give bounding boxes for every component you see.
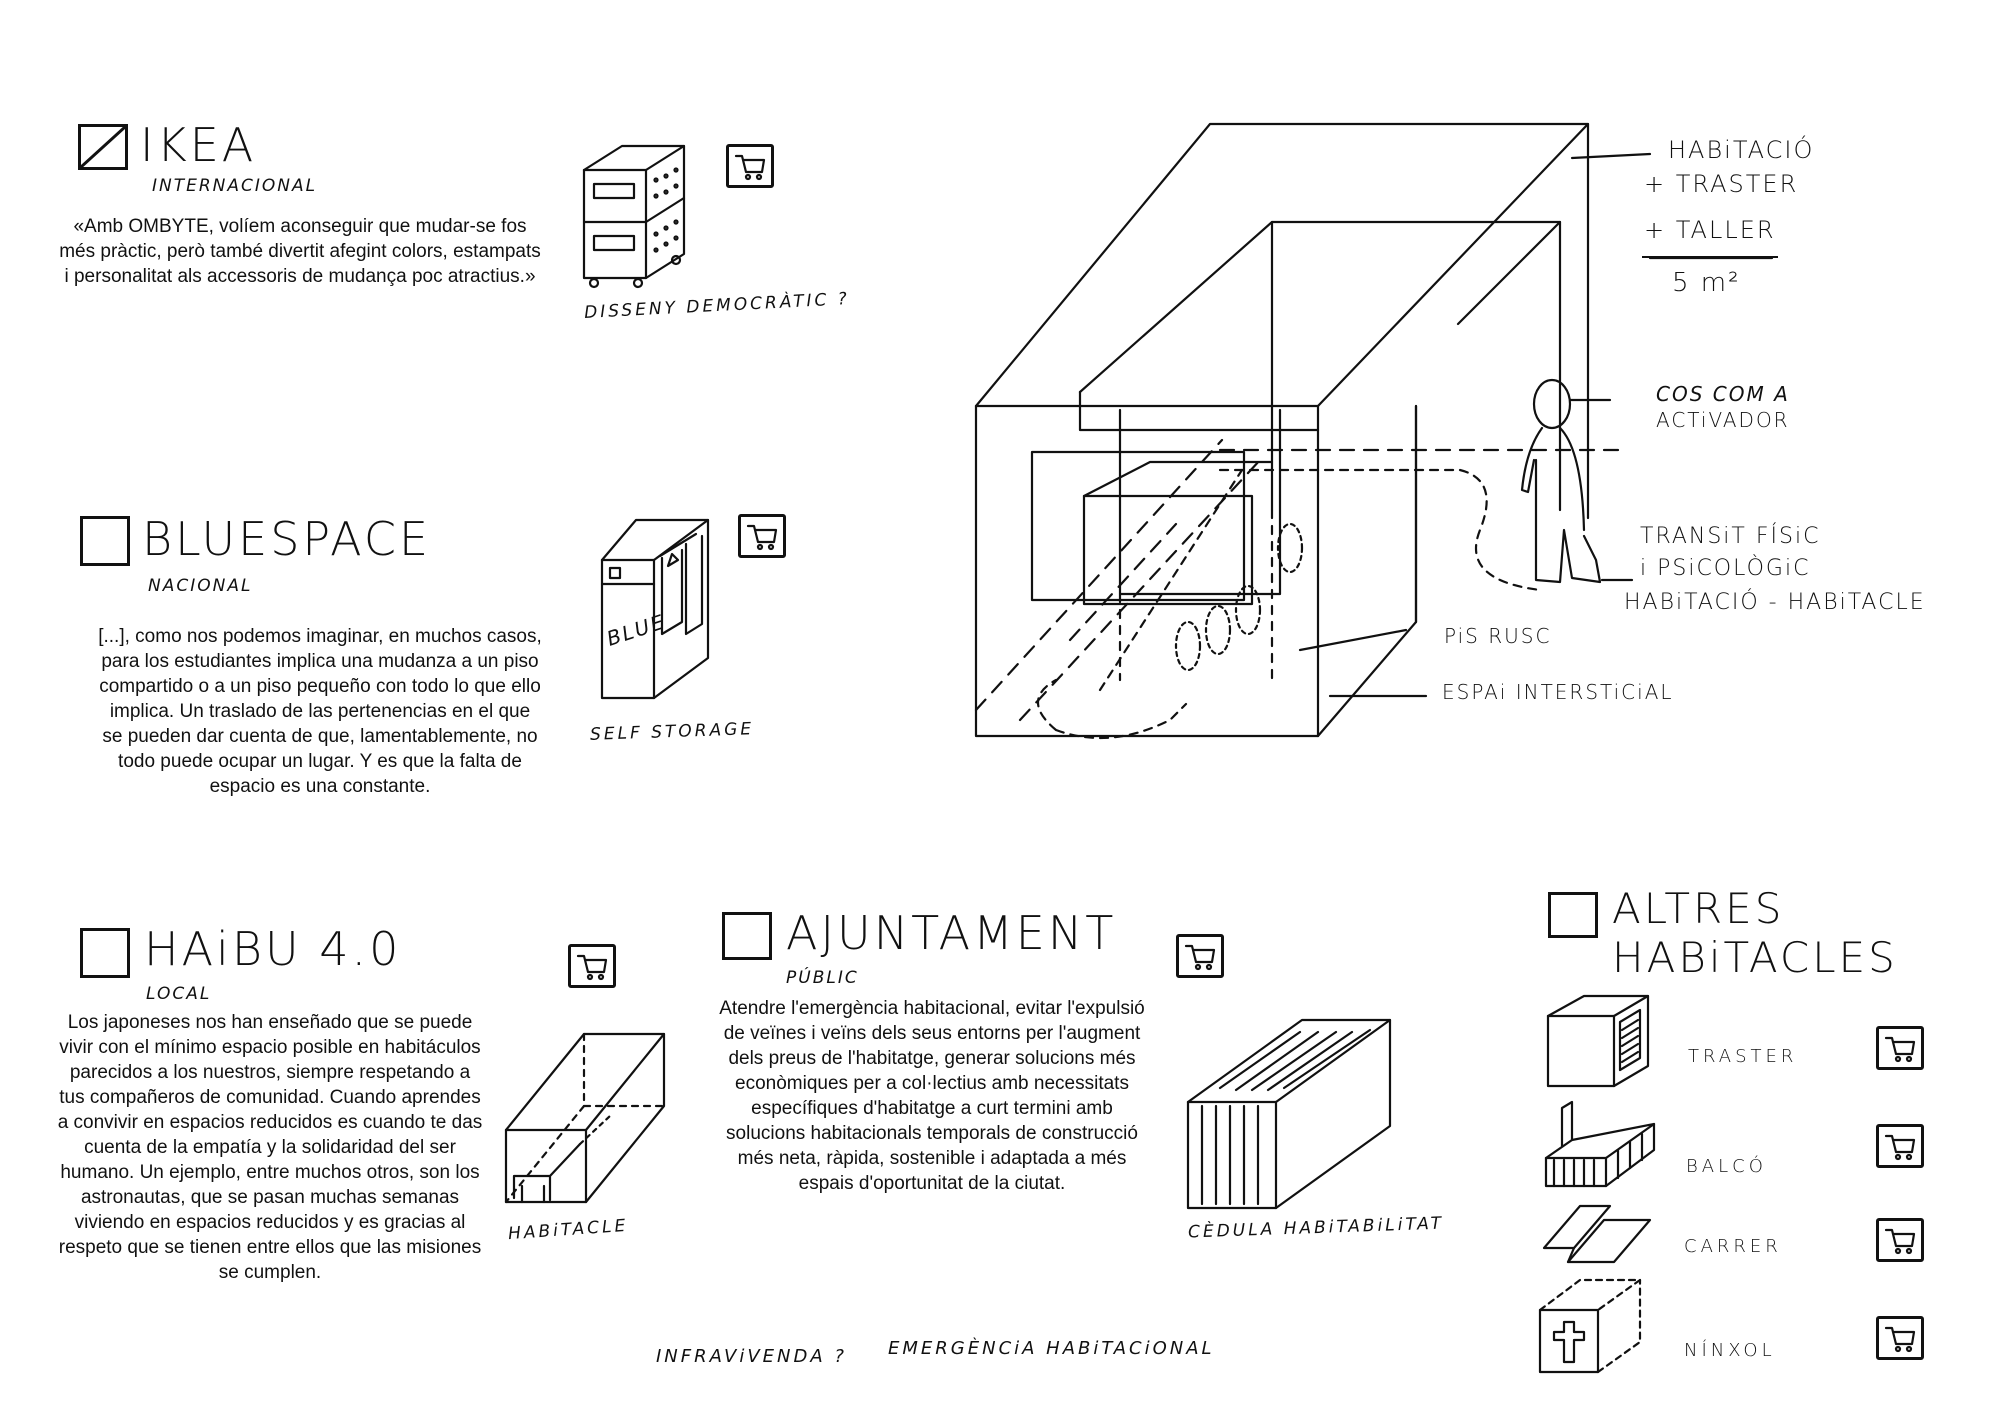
- caption-ajuntament: CÈDULA HABiTABiLiTAT: [1187, 1213, 1445, 1243]
- transit-path: [1037, 678, 1188, 740]
- section-text-ajuntament: Atendre l'emergència habitacional, evita…: [719, 998, 1145, 1194]
- checkbox-bluespace[interactable]: [80, 516, 130, 566]
- label-cos-1: COS COM A: [1656, 382, 1790, 406]
- altres-item-label-traster: TRASTER: [1688, 1046, 1798, 1067]
- section-title-bluespace: BLUESPACE: [142, 512, 432, 566]
- cart-button-haibu[interactable]: [568, 944, 616, 988]
- checkbox-ajuntament[interactable]: [722, 912, 772, 960]
- section-text-bluespace: [...], como nos podemos imaginar, en muc…: [98, 626, 542, 797]
- section-title-altres: ALTRES HABiTACLES: [1612, 884, 1898, 982]
- person-figure: [1520, 378, 1602, 584]
- cart-button-carrer[interactable]: [1876, 1218, 1924, 1262]
- check-diagonal-icon: [81, 127, 125, 167]
- storage-unit-icon: [1546, 994, 1650, 1088]
- cart-button-ikea[interactable]: [726, 144, 774, 188]
- label-area: 5 m²: [1672, 268, 1741, 298]
- label-espai-intersticial: ESPAi INTERSTiCiAL: [1442, 680, 1674, 704]
- label-taller: + TALLER: [1644, 216, 1776, 244]
- shopping-cart-icon: [1884, 1228, 1916, 1255]
- label-pis-rusc: PiS RUSC: [1444, 624, 1552, 648]
- room-outline: [974, 404, 1320, 738]
- footer-infravivenda: INFRAViVENDA ?: [656, 1346, 847, 1367]
- habitacle-sketch-icon: [504, 1032, 666, 1204]
- shopping-cart-icon: [1884, 1134, 1916, 1161]
- altres-item-label-carrer: CARRER: [1684, 1236, 1782, 1257]
- caption-bluespace: SELF STORAGE: [589, 719, 755, 745]
- checkbox-altres[interactable]: [1548, 892, 1598, 938]
- section-text-haibu: Los japoneses nos han enseñado que se pu…: [57, 1012, 483, 1283]
- main-isometric-diagram: [974, 122, 1774, 740]
- self-storage-icon: [600, 518, 710, 700]
- section-title-ajuntament: AJUNTAMENT: [786, 906, 1117, 960]
- label-transit-2: i PSiCOLÒGiC: [1640, 556, 1811, 581]
- cart-button-ajuntament[interactable]: [1176, 934, 1224, 978]
- niche-icon: [1538, 1278, 1642, 1374]
- section-scope-ajuntament: PÚBLIC: [786, 968, 859, 988]
- section-scope-haibu: LOCAL: [146, 984, 212, 1004]
- balcony-icon: [1544, 1100, 1656, 1188]
- section-title-haibu: HAiBU 4.0: [144, 922, 402, 976]
- label-cos-2: ACTiVADOR: [1656, 408, 1790, 432]
- checkbox-ikea[interactable]: [78, 124, 128, 170]
- caption-haibu: HABiTACLE: [507, 1215, 629, 1245]
- pis-rusc-box: [1078, 390, 1320, 432]
- cart-button-traster[interactable]: [1876, 1026, 1924, 1070]
- section-scope-ikea: INTERNACIONAL: [152, 176, 318, 196]
- cart-button-balco[interactable]: [1876, 1124, 1924, 1168]
- section-scope-bluespace: NACIONAL: [148, 576, 253, 596]
- footer-emergencia: EMERGÈNCiA HABiTACiONAL: [888, 1338, 1215, 1359]
- section-text-ikea: «Amb OMBYTE, volíem aconseguir que mudar…: [59, 216, 541, 287]
- shopping-cart-icon: [576, 954, 608, 981]
- container-icon: [1186, 1018, 1392, 1210]
- street-icon: [1542, 1204, 1652, 1264]
- shopping-cart-icon: [1884, 1326, 1916, 1353]
- label-traster: + TRASTER: [1644, 170, 1799, 198]
- shopping-cart-icon: [734, 154, 766, 181]
- label-habitacio: HABiTACIÓ: [1668, 136, 1815, 164]
- label-transit-3: HABiTACIÓ - HABiTACLE: [1624, 590, 1926, 615]
- caption-ikea: DISSENY DEMOCRÀTIC ?: [583, 289, 851, 323]
- shopping-cart-icon: [1884, 1036, 1916, 1063]
- cart-button-ninxol[interactable]: [1876, 1316, 1924, 1360]
- ombyte-boxes-icon: [582, 144, 686, 289]
- label-area-rule: [1642, 256, 1778, 258]
- label-transit-1: TRANSiT FÍSiC: [1640, 524, 1821, 549]
- altres-item-label-balco: BALCÓ: [1686, 1156, 1767, 1177]
- checkbox-haibu[interactable]: [80, 928, 130, 978]
- altres-item-label-ninxol: NÍNXOL: [1684, 1340, 1776, 1361]
- shopping-cart-icon: [1184, 944, 1216, 971]
- shopping-cart-icon: [746, 524, 778, 551]
- section-title-ikea: IKEA: [140, 118, 257, 172]
- cart-button-bluespace[interactable]: [738, 514, 786, 558]
